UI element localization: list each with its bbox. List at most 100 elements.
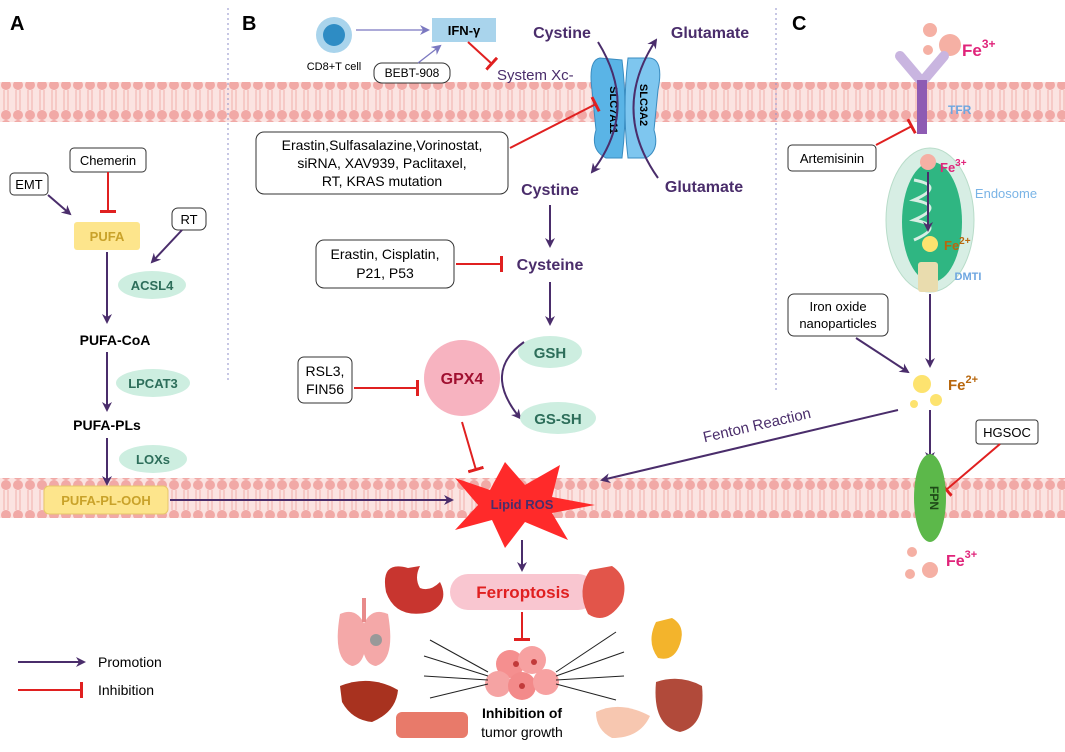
gsh-label: GSH <box>534 345 567 362</box>
loxs-pill <box>119 445 187 473</box>
emt-box <box>9 172 49 196</box>
xc-inhibition <box>509 96 601 149</box>
system-xc-label: System Xc- <box>497 67 574 84</box>
cysteine-label: Cysteine <box>517 257 584 274</box>
panel-label-b: B <box>242 13 256 35</box>
lpcat3-label: LPCAT3 <box>128 376 178 391</box>
rt-label-a: RT <box>180 212 197 227</box>
ifn-inhibition <box>467 41 499 71</box>
ferroptosis-pill <box>450 574 596 610</box>
bebt-box <box>373 62 451 84</box>
fe2-endosome-label: Fe2+ <box>944 236 971 253</box>
bladder-icon <box>655 678 703 732</box>
cystine-import-arrow <box>590 41 619 174</box>
panel-b: CD8+T cell IFN-γ BEBT-908 System Xc- Cys… <box>255 17 749 740</box>
ifn-gamma-label: IFN-γ <box>448 23 481 38</box>
emt-arrow <box>47 194 72 216</box>
kidney-icon <box>582 566 625 618</box>
gsh-to-gssh-arrow <box>501 341 525 420</box>
lipid-ros-label: Lipid ROS <box>491 497 554 512</box>
cysteine-inhibitors-line-2: P21, P53 <box>356 265 414 281</box>
gssh-label: GS-SH <box>534 411 582 428</box>
slc3a2-label: SLC3A2 <box>637 84 649 126</box>
ifn-gamma-box <box>432 18 496 42</box>
gallbladder-icon <box>651 618 682 659</box>
xc-inhibitors-line-2: siRNA, XAV939, Paclitaxel, <box>297 155 466 171</box>
fenton-reaction-arrow <box>600 409 899 484</box>
gssh-pill <box>520 402 596 434</box>
rt-box-a <box>171 207 207 231</box>
endosome-label: Endosome <box>975 186 1037 201</box>
rt-arrow <box>150 229 183 264</box>
xc-inhibitors-box <box>255 131 509 195</box>
panel-label-a: A <box>10 13 24 35</box>
cd8-label: CD8+T cell <box>307 61 362 73</box>
bebt-label: BEBT-908 <box>385 66 440 80</box>
fe2-free-label: Fe2+ <box>948 374 978 394</box>
loxs-label: LOXs <box>136 452 170 467</box>
xc-inhibitors-line-3: RT, KRAS mutation <box>322 173 442 189</box>
fe3-endosome-label: Fe3+ <box>940 158 967 175</box>
xc-inhibitors-line-1: Erastin,Sulfasalazine,Vorinostat, <box>282 137 483 153</box>
tumor-cluster-icon <box>485 646 559 700</box>
outcome-line-2: tumor growth <box>481 724 563 740</box>
chemerin-label: Chemerin <box>80 153 136 168</box>
fe3-ion-icon <box>923 23 937 37</box>
fe3-bottom-label: Fe3+ <box>946 549 977 570</box>
glutamate-export-arrow <box>632 38 659 179</box>
outcome-line-1: Inhibition of <box>482 705 562 721</box>
ferroptosis-label: Ferroptosis <box>476 583 570 602</box>
hgsoc-inhibition <box>940 443 1001 497</box>
pufa-coa-label: PUFA-CoA <box>80 332 151 348</box>
tfr-receptor-icon <box>895 51 949 134</box>
gpx4-inhibitors-box <box>297 356 353 404</box>
acsl4-pill <box>118 271 186 299</box>
fe2-ion-cluster-icon <box>910 375 942 408</box>
artemisinin-label: Artemisinin <box>800 151 864 166</box>
gpx4-circle <box>424 340 500 416</box>
gsh-pill <box>518 336 582 368</box>
pufa-box <box>74 222 140 250</box>
glutamate-bottom-label: Glutamate <box>665 179 743 196</box>
cysteine-inhibitors-line-1: Erastin, Cisplatin, <box>331 246 440 262</box>
legend-promotion-label: Promotion <box>98 654 162 670</box>
iron-oxide-line-1: Iron oxide <box>809 299 866 314</box>
stomach-icon <box>384 566 444 614</box>
iron-oxide-box <box>787 293 889 337</box>
gpx4-to-ros-inhibition <box>461 421 484 474</box>
dmti-label: DMTI <box>955 271 982 283</box>
pufa-pl-ooh-label: PUFA-PL-OOH <box>61 493 151 508</box>
cystine-bottom-label: Cystine <box>521 182 579 199</box>
pancreas-icon <box>596 706 650 738</box>
tfr-label: TFR <box>948 103 972 117</box>
legend-inhibition-label: Inhibition <box>98 682 154 698</box>
acsl4-label: ACSL4 <box>131 278 174 293</box>
hgsoc-box <box>975 419 1039 445</box>
lpcat3-pill <box>116 369 190 397</box>
lung-icon <box>337 598 391 666</box>
pufa-pl-ooh-box <box>43 485 169 515</box>
glutamate-top-label: Glutamate <box>671 25 749 42</box>
fenton-reaction-label: Fenton Reaction <box>701 405 812 446</box>
gpx4-inhibitors-line-1: RSL3, <box>306 363 345 379</box>
iron-oxide-arrow <box>855 337 910 374</box>
gpx4-label: GPX4 <box>441 371 484 388</box>
cystine-top-label: Cystine <box>533 25 591 42</box>
iron-oxide-line-2: nanoparticles <box>799 316 877 331</box>
hgsoc-label: HGSOC <box>983 425 1031 440</box>
cysteine-inhibitors-box <box>315 239 455 289</box>
panel-a: EMT Chemerin RT PUFA ACSL4 PUFA-CoA LPCA… <box>9 147 454 515</box>
colon-icon <box>396 712 468 738</box>
fpn-label: FPN <box>927 486 941 510</box>
legend: Promotion Inhibition <box>18 654 162 698</box>
panel-label-c: C <box>792 13 806 35</box>
pufa-pls-label: PUFA-PLs <box>73 417 141 433</box>
emt-label: EMT <box>15 177 43 192</box>
artemisinin-inhibition <box>875 118 917 146</box>
bebt-arrow <box>417 44 442 64</box>
liver-icon <box>340 680 398 722</box>
gpx4-inhibitors-line-2: FIN56 <box>306 381 344 397</box>
artemisinin-box <box>787 144 877 172</box>
fpn-transporter-icon <box>914 454 946 542</box>
